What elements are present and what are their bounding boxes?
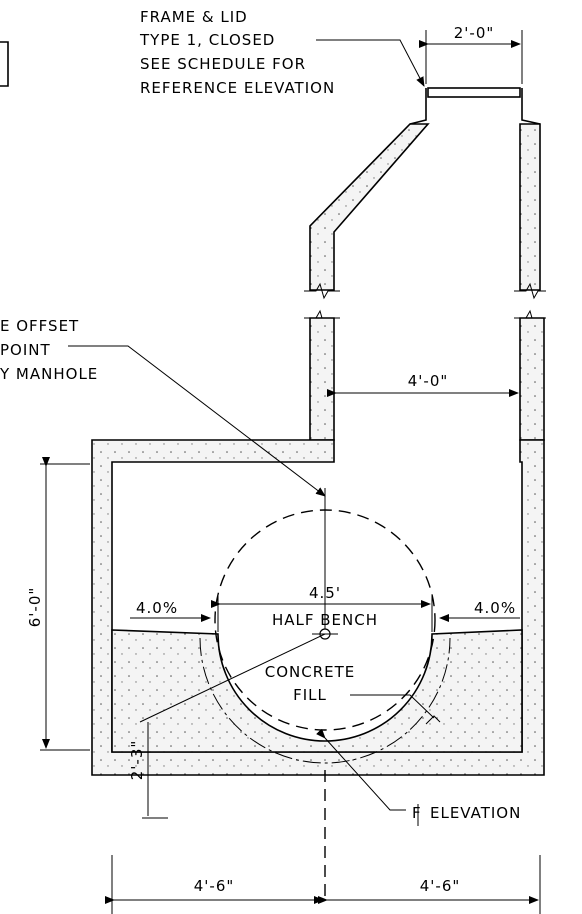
fl-elevation-label: ELEVATION (430, 804, 521, 822)
frame-lid-label-2: TYPE 1, CLOSED (139, 31, 275, 49)
concrete-fill-label-2: FILL (293, 686, 327, 704)
fl-symbol: F (412, 804, 422, 822)
bottom-dim-left-text: 4'-6" (194, 877, 235, 895)
cone-right-wall (519, 123, 541, 291)
bench-dim-text: 4.5' (309, 584, 341, 602)
break-lines (304, 282, 546, 327)
frame-right (521, 88, 541, 125)
riser-right-wall (519, 317, 545, 441)
invert-ext-top (139, 633, 326, 723)
half-bench-label: HALF BENCH (272, 611, 378, 629)
cutoff-box (0, 41, 9, 87)
offset-label-3: Y MANHOLE (0, 365, 98, 383)
riser-left-wall (309, 317, 335, 441)
slope-left-text: 4.0% (136, 599, 178, 617)
bottom-dim-right-text: 4'-6" (420, 877, 461, 895)
invert-dim-text: 2'-3" (128, 740, 146, 781)
concrete-fill-label-1: CONCRETE (265, 663, 356, 681)
cone-left-wall (309, 123, 430, 291)
concrete-fill-leader (350, 694, 435, 719)
frame-leader (316, 39, 425, 87)
lid-dim-text: 2'-0" (454, 24, 495, 42)
manhole-lid (427, 87, 521, 98)
frame-left (409, 88, 427, 125)
frame-lid-label-3: SEE SCHEDULE FOR (140, 55, 306, 73)
base-walls (91, 439, 545, 776)
invert-arc (199, 637, 451, 764)
offset-leader (68, 345, 326, 497)
concrete-fill (111, 629, 523, 753)
height-dim-text: 6'-0" (26, 587, 44, 628)
concrete-fill-tick (425, 715, 441, 725)
frame-lid-label-4: REFERENCE ELEVATION (140, 79, 335, 97)
fl-leader (316, 728, 406, 811)
riser-dim-text: 4'-0" (408, 372, 449, 390)
offset-label-2: POINT (0, 341, 51, 359)
frame-lid-label-1: FRAME & LID (140, 8, 248, 26)
slope-right-text: 4.0% (474, 599, 516, 617)
offset-label-1: E OFFSET (0, 317, 79, 335)
